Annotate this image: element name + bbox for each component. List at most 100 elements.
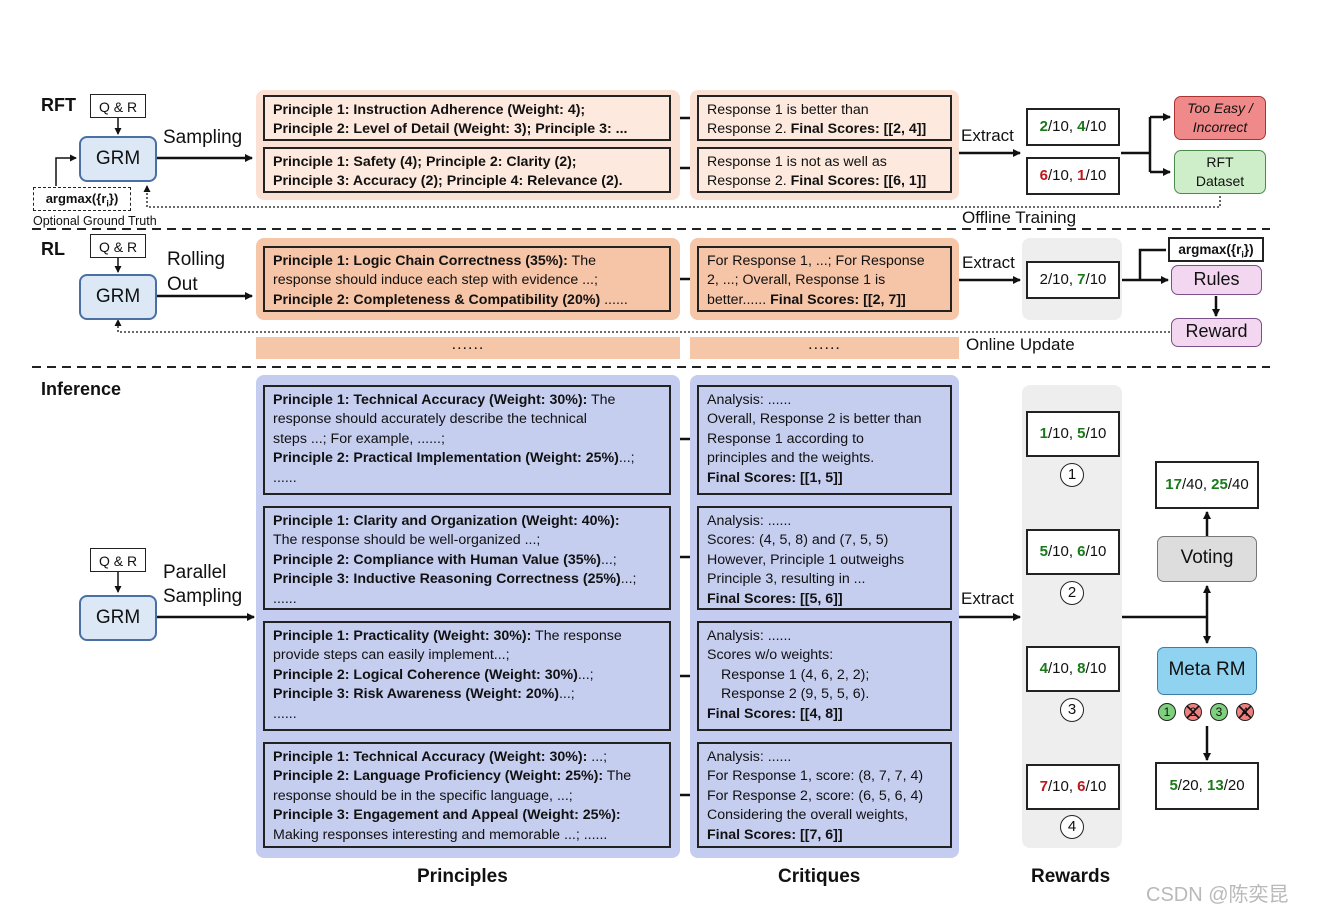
rft-extract-label: Extract xyxy=(961,126,1014,145)
score-slash: / xyxy=(1085,660,1090,677)
rft-score-box-1: 2/10, 4/10 xyxy=(1026,108,1120,146)
card-line: Final Scores: [[5, 6]] xyxy=(707,590,942,608)
card-line: Scores: (4, 5, 8) and (7, 5, 5) xyxy=(707,531,942,550)
card-line: Response 1 is better than xyxy=(707,101,942,120)
score-slash: / xyxy=(1227,476,1233,493)
rft-dataset-line2: Dataset xyxy=(1195,173,1245,189)
card-text-run: Final Scores: [[4, 8]] xyxy=(707,705,843,722)
inference-index-3: 3 xyxy=(1060,698,1084,722)
card-text-run: better...... xyxy=(707,291,771,308)
card-text-run: Principle 2: Compliance with Human Value… xyxy=(273,551,601,568)
card-line: For Response 1, ...; For Response xyxy=(707,252,942,271)
card-text-run: provide steps can easily implement...; xyxy=(273,647,510,664)
score-denominator: 10 xyxy=(1089,271,1107,288)
card-text-run: Principle 3, resulting in ... xyxy=(707,571,866,588)
watermark: CSDN @陈奕昆 xyxy=(1146,884,1289,906)
card-line: Principle 2: Logical Coherence (Weight: … xyxy=(273,666,661,685)
kept-sample-mark: 1 xyxy=(1158,703,1176,721)
rl-argmax-box: argmax({ri}) xyxy=(1168,237,1264,262)
online-update-label: Online Update xyxy=(966,335,1075,354)
score-second: 4 xyxy=(1077,118,1086,135)
score-first: 17 xyxy=(1165,476,1182,493)
card-line: Scores w/o weights: xyxy=(707,646,942,665)
card-text-run: Final Scores: [[7, 6]] xyxy=(707,826,843,843)
score-denominator: 10 xyxy=(1052,778,1069,795)
rft-principle-card-1: Principle 1: Instruction Adherence (Weig… xyxy=(263,95,671,141)
inference-index-1: 1 xyxy=(1060,463,1084,487)
card-line: Analysis: ...... xyxy=(707,627,942,646)
rl-argmax-end: }) xyxy=(1243,242,1254,257)
score-denominator: 10 xyxy=(1052,543,1069,560)
score-denominator: 40 xyxy=(1186,476,1203,493)
card-text-run: Response 2 (9, 5, 5, 6). xyxy=(721,686,870,703)
card-line: Principle 1: Instruction Adherence (Weig… xyxy=(273,101,661,120)
card-line: principles and the weights. xyxy=(707,449,942,468)
rft-dataset-line1: RFT xyxy=(1206,154,1234,170)
rft-sampling-label: Sampling xyxy=(163,127,243,148)
incorrect-label: Incorrect xyxy=(1192,119,1248,135)
card-line: The response should be well-organized ..… xyxy=(273,531,661,550)
card-line: Response 1 is not as well as xyxy=(707,153,942,172)
inference-index-4: 4 xyxy=(1060,815,1084,839)
card-text-run: Principle 3: Engagement and Appeal (Weig… xyxy=(273,807,621,824)
card-line: Principle 2: Practical Implementation (W… xyxy=(273,449,661,468)
score-slash: / xyxy=(1047,543,1053,560)
card-text-run: Response 1 (4, 6, 2, 2); xyxy=(721,666,870,683)
score-denominator: 10 xyxy=(1052,660,1069,677)
rl-grm-box: GRM xyxy=(79,274,157,320)
score-first: 5 xyxy=(1039,543,1048,560)
card-line: Analysis: ...... xyxy=(707,391,942,410)
card-text-run: response should be in the specific langu… xyxy=(273,787,573,804)
card-text-run: Final Scores: [[2, 4]] xyxy=(790,121,927,138)
card-text-run: Response 2. xyxy=(707,121,791,138)
card-line: Principle 3: Engagement and Appeal (Weig… xyxy=(273,806,661,825)
card-line: Response 2 (9, 5, 5, 6). xyxy=(707,685,942,704)
card-text-run: The xyxy=(567,253,596,269)
too-easy-incorrect-box: Too Easy / Incorrect xyxy=(1174,96,1266,140)
card-text-run: Scores w/o weights: xyxy=(707,647,834,664)
score-second: 7 xyxy=(1077,271,1086,288)
card-text-run: ...; xyxy=(600,551,617,568)
inference-principle-card-2: Principle 1: Clarity and Organization (W… xyxy=(263,506,671,610)
card-text-run: Principle 1: Clarity and Organization (W… xyxy=(273,513,620,529)
score-separator: , xyxy=(1198,777,1207,794)
meta-rm-box: Meta RM xyxy=(1157,647,1257,695)
score-separator: , xyxy=(1068,118,1078,135)
score-second: 6 xyxy=(1077,778,1086,795)
card-text-run: ...; xyxy=(577,666,594,683)
score-separator: , xyxy=(1068,778,1078,795)
card-line: Principle 1: Technical Accuracy (Weight:… xyxy=(273,391,661,410)
score-slash: / xyxy=(1181,476,1187,493)
score-denominator: 10 xyxy=(1089,660,1107,677)
card-text-run: Analysis: ...... xyxy=(707,513,792,529)
score-slash: / xyxy=(1085,778,1090,795)
card-text-run: For Response 2, score: (6, 5, 6, 4) xyxy=(707,787,924,804)
card-text-run: Principle 1: Logic Chain Correctness (35… xyxy=(273,253,568,269)
critiques-column-label: Critiques xyxy=(778,866,861,887)
score-slash: / xyxy=(1047,425,1053,442)
score-separator: , xyxy=(1068,425,1078,442)
score-slash: / xyxy=(1085,543,1090,560)
card-line: Principle 1: Technical Accuracy (Weight:… xyxy=(273,748,661,767)
card-text-run: Making responses interesting and memorab… xyxy=(273,826,608,843)
score-separator: , xyxy=(1068,167,1078,184)
voting-box: Voting xyxy=(1157,536,1257,582)
card-line: Analysis: ...... xyxy=(707,748,942,767)
card-text-run: Response 1 according to xyxy=(707,430,864,447)
card-line: For Response 1, score: (8, 7, 7, 4) xyxy=(707,767,942,786)
score-second: 25 xyxy=(1211,476,1228,493)
card-text-run: Analysis: ...... xyxy=(707,628,792,644)
inference-critique-card-3: Analysis: ...... Scores w/o weights: Respo… xyxy=(697,621,952,731)
inference-score-box-4: 7/10, 6/10 xyxy=(1026,764,1120,810)
card-line: Principle 1: Safety (4); Principle 2: Cl… xyxy=(273,153,661,172)
card-text-run: Principle 1: Technical Accuracy (Weight:… xyxy=(273,392,588,408)
rl-principles-ellipsis: ...... xyxy=(451,336,485,353)
card-text-run: However, Principle 1 outweighs xyxy=(707,551,905,568)
card-text-run: principles and the weights. xyxy=(707,450,875,467)
score-slash: / xyxy=(1085,167,1090,184)
card-text-run: steps ...; For example, ......; xyxy=(273,430,445,447)
inference-grm-box: GRM xyxy=(79,595,157,641)
score-separator: , xyxy=(1202,476,1212,493)
